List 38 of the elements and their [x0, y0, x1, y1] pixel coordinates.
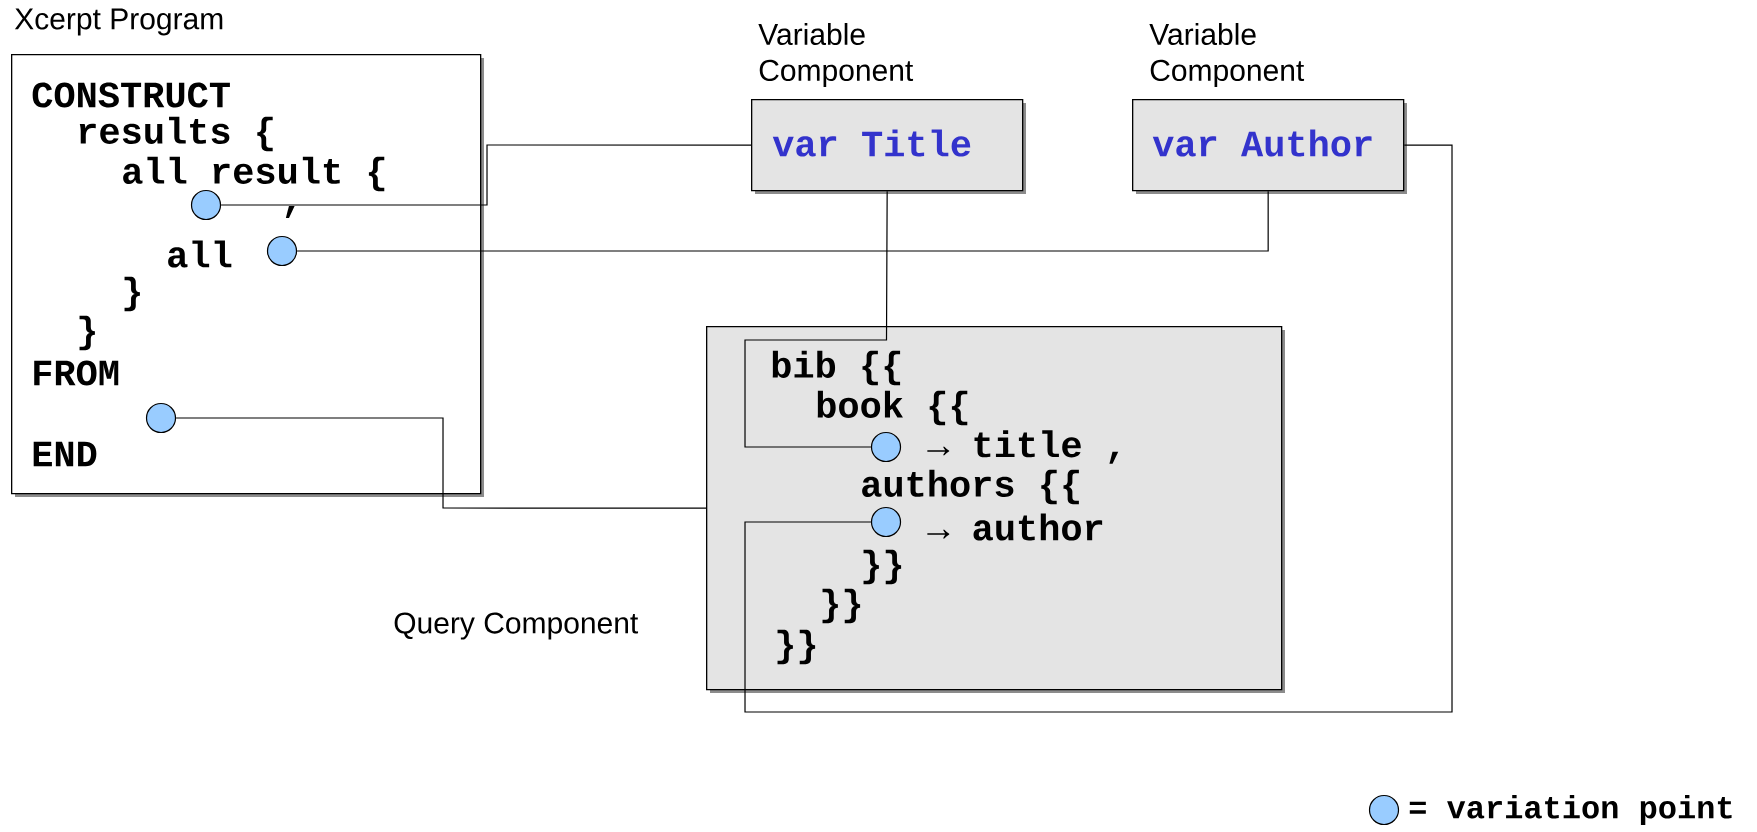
- code-line: FROM: [34, 360, 119, 386]
- connector-line: [744, 190, 888, 448]
- variable-text: var Title: [772, 129, 971, 157]
- variation-point-circle: [266, 235, 298, 267]
- code-line: → title ,: [927, 430, 1119, 464]
- box-heading: Xcerpt Program: [14, 8, 223, 36]
- code-line: }: [79, 315, 95, 351]
- code-line: }}: [822, 588, 861, 624]
- variation-point-circle: [870, 506, 902, 538]
- code-line: results {: [79, 116, 273, 152]
- connector-line: [296, 190, 1269, 252]
- code-line: }}: [777, 629, 816, 665]
- variation-point-circle: [145, 402, 177, 434]
- variation-point-circle: [870, 431, 902, 463]
- code-box: [1132, 99, 1407, 194]
- code-line: END: [33, 441, 97, 467]
- box-heading: Variable Component: [758, 23, 914, 87]
- variable-text: var Author: [1152, 129, 1372, 157]
- box-heading: Variable Component: [1149, 23, 1305, 87]
- code-line: }: [124, 276, 140, 312]
- code-line: → author: [927, 513, 1103, 541]
- variation-point-circle: [190, 189, 222, 221]
- code-line: CONSTRUCT: [32, 82, 230, 108]
- code-line: bib {{: [772, 350, 901, 386]
- code-line: book {{: [817, 390, 968, 426]
- box-caption: Query Component: [394, 612, 639, 640]
- connector-line: [175, 417, 707, 509]
- code-line: authors {{: [862, 469, 1079, 505]
- connector-line: [220, 144, 752, 206]
- code-box: [751, 99, 1026, 194]
- legend-text: = variation point: [1409, 795, 1732, 825]
- connector-line: [744, 144, 1453, 713]
- code-line: }}: [863, 549, 902, 585]
- code-box: [706, 326, 1285, 693]
- code-line: all result {: [123, 156, 385, 192]
- code-box: [11, 54, 484, 497]
- code-line: all: [168, 240, 232, 268]
- code-line: ,: [285, 206, 295, 218]
